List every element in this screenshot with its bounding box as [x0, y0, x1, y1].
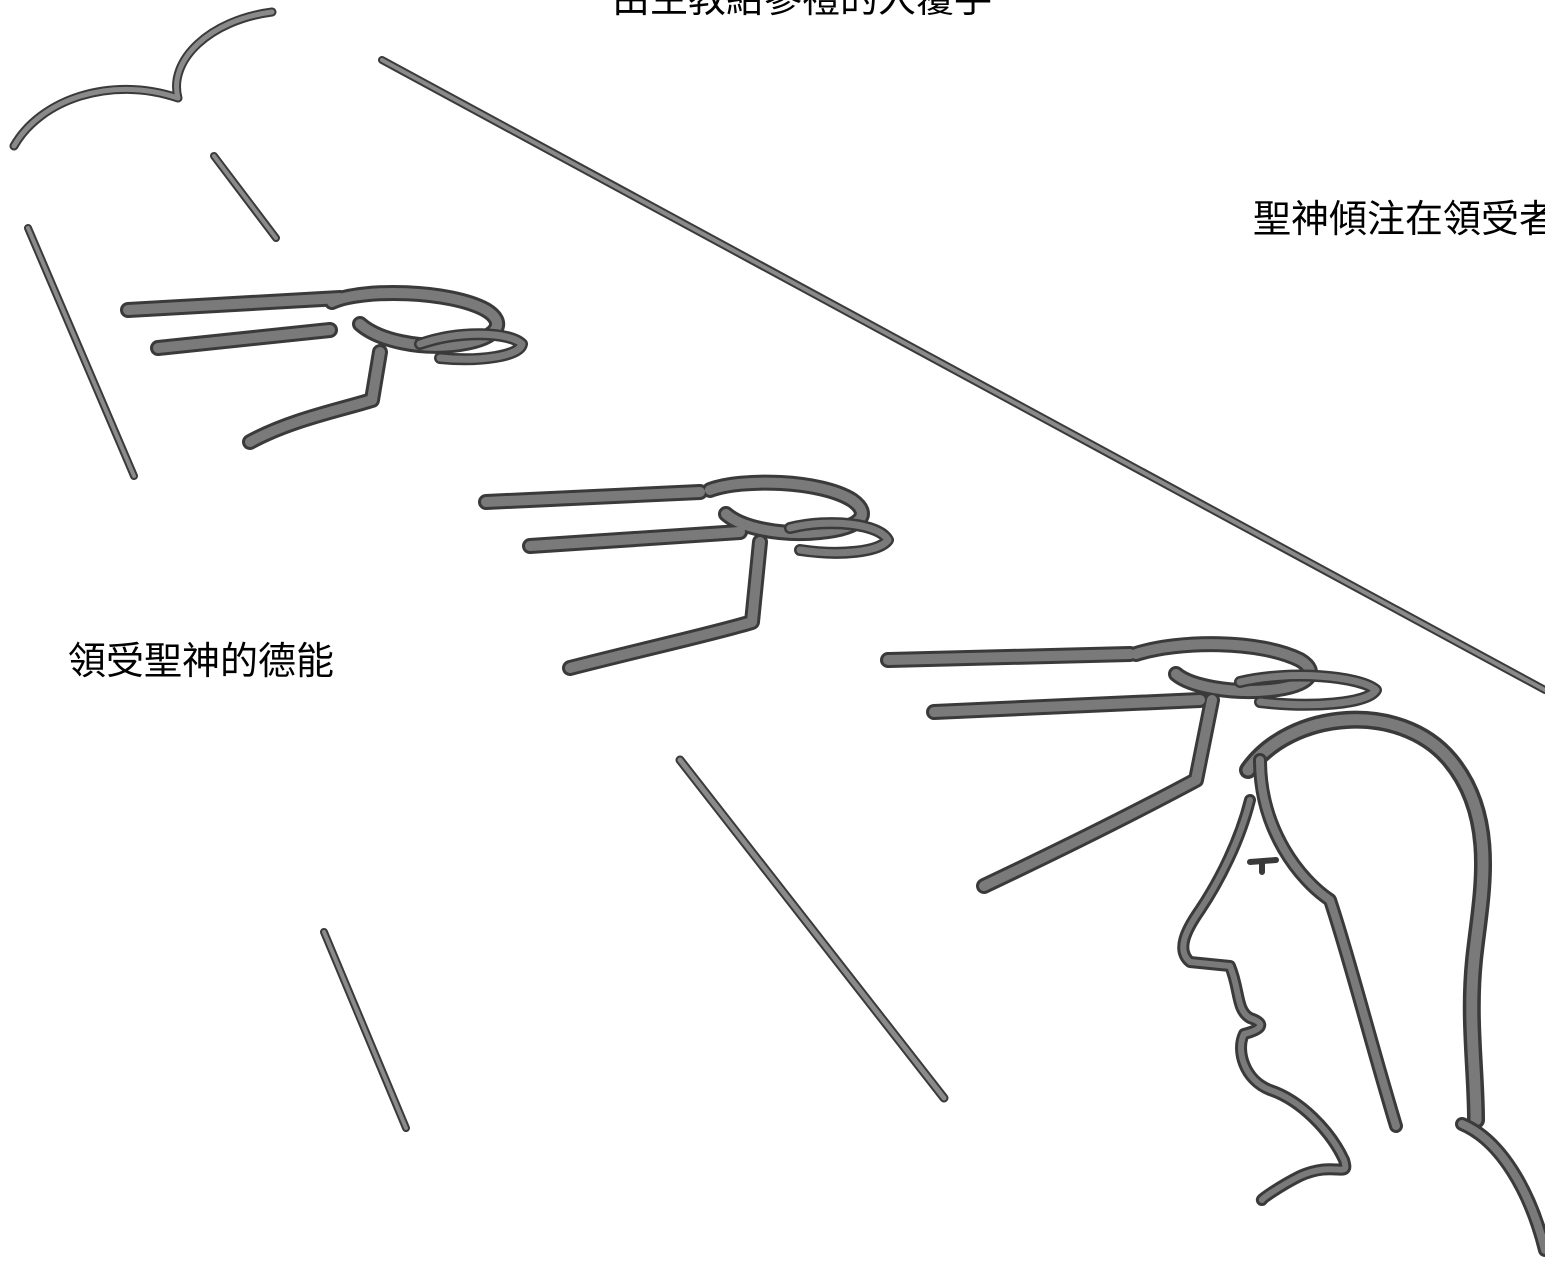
- hand-icon: [880, 636, 1382, 894]
- radiating-lines: [24, 152, 949, 1132]
- cloud-icon: [9, 7, 277, 151]
- person-profile-icon: [1177, 710, 1545, 1257]
- caption-spirit-poured: 聖神傾注在領受者: [1253, 197, 1545, 241]
- caption-laying-on-of-hands: 由主教紿參禮的人覆手: [612, 0, 992, 18]
- caption-receive-spirit-power: 領受聖神的德能: [68, 639, 335, 683]
- eye-icon: [1247, 857, 1279, 875]
- hand-icon: [120, 285, 528, 450]
- diagonal-beam-line: [378, 56, 1545, 694]
- hand-icon: [478, 474, 894, 676]
